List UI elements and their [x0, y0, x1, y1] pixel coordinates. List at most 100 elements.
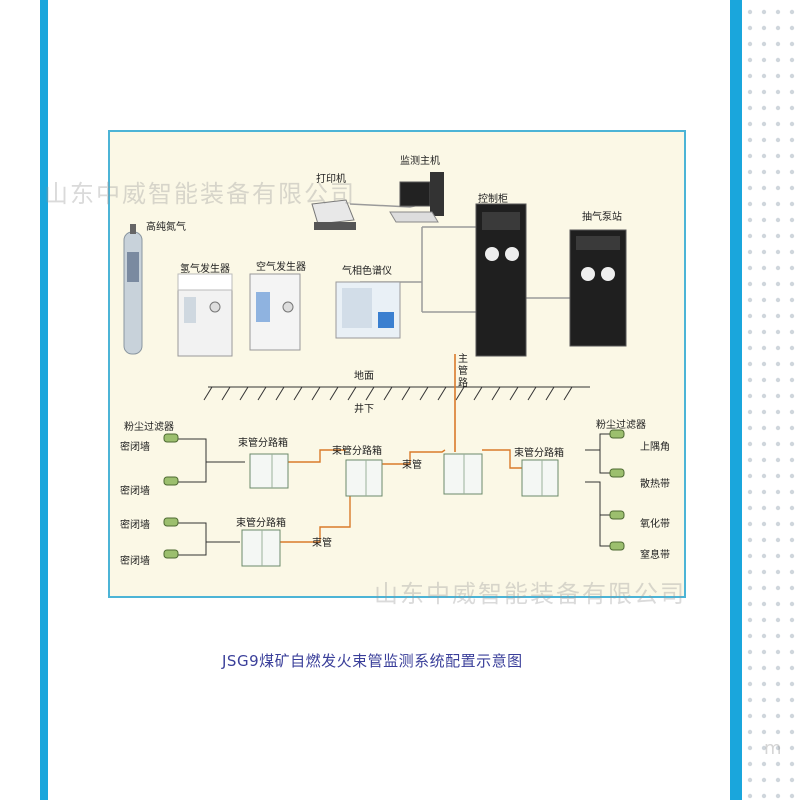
pattern-dot	[789, 201, 795, 207]
pattern-dot	[789, 425, 795, 431]
pattern-dot	[775, 617, 781, 623]
pattern-dot	[761, 57, 767, 63]
label-monitor-host: 监测主机	[400, 156, 440, 167]
pattern-dot	[775, 297, 781, 303]
pattern-dot	[761, 105, 767, 111]
pattern-dot	[747, 441, 753, 447]
pattern-dot	[789, 777, 795, 783]
dust-filters-left	[163, 433, 179, 559]
pattern-dot	[761, 89, 767, 95]
pattern-dot	[761, 729, 767, 735]
ground-hatch-mark	[401, 386, 411, 401]
pattern-dot	[789, 649, 795, 655]
pattern-dot	[775, 473, 781, 479]
label-gas-chromatograph: 气相色谱仪	[342, 266, 392, 277]
pattern-dot	[775, 265, 781, 271]
label-sealed-wall-3: 密闭墙	[120, 520, 150, 531]
pattern-dot	[761, 425, 767, 431]
pattern-dot	[747, 457, 753, 463]
pattern-dot	[789, 233, 795, 239]
pattern-dot	[775, 729, 781, 735]
pattern-dot	[761, 329, 767, 335]
pattern-dot	[789, 761, 795, 767]
pattern-dot	[761, 409, 767, 415]
pattern-dot	[747, 761, 753, 767]
ground-hatch-mark	[239, 386, 249, 401]
pattern-dot	[747, 537, 753, 543]
pattern-dot	[775, 121, 781, 127]
pattern-dot	[761, 265, 767, 271]
pattern-dot	[775, 185, 781, 191]
pattern-dot	[775, 633, 781, 639]
pattern-dot	[747, 745, 753, 751]
distribution-box-2	[345, 459, 383, 497]
pattern-dot	[775, 489, 781, 495]
pattern-dot	[761, 649, 767, 655]
pattern-dot	[775, 681, 781, 687]
pattern-dot	[761, 25, 767, 31]
pattern-dot	[775, 169, 781, 175]
diagram-panel: 监测主机 打印机 控制柜 抽气泵站 高纯氮气 氢气发生器 空气发生器 气相色谱仪…	[108, 130, 686, 598]
pattern-dot	[747, 73, 753, 79]
label-underground: 井下	[354, 404, 374, 415]
branch-lines	[176, 433, 613, 556]
pattern-dot	[775, 137, 781, 143]
pattern-dot	[789, 457, 795, 463]
monitor-host-computer	[389, 172, 444, 223]
label-hydrogen-generator: 氢气发生器	[180, 264, 230, 275]
pattern-dot	[747, 121, 753, 127]
pattern-dot	[761, 313, 767, 319]
pattern-dot	[775, 73, 781, 79]
pattern-dot	[775, 393, 781, 399]
distribution-box-3	[443, 453, 483, 495]
diagram-caption: JSG9煤矿自燃发火束管监测系统配置示意图	[222, 652, 523, 670]
pattern-dot	[747, 57, 753, 63]
pattern-dot	[775, 649, 781, 655]
ground-hatch-mark	[437, 386, 447, 401]
pattern-dot	[761, 9, 767, 15]
nitrogen-cylinder	[123, 224, 143, 355]
pattern-dot	[789, 681, 795, 687]
label-box-1: 束管分路箱	[238, 438, 288, 449]
pattern-dot	[789, 313, 795, 319]
ground-hatch-mark	[257, 386, 267, 401]
pattern-dot	[789, 217, 795, 223]
pattern-dot	[789, 617, 795, 623]
pattern-dot	[761, 121, 767, 127]
pattern-dot	[761, 233, 767, 239]
pattern-dot	[761, 505, 767, 511]
printer	[311, 199, 356, 230]
label-bundle-pipe-1: 束管	[402, 460, 422, 471]
pattern-dot	[761, 633, 767, 639]
pattern-dot	[761, 217, 767, 223]
right-accent-stripe	[730, 0, 742, 800]
pattern-dot	[775, 153, 781, 159]
ground-hatch-mark	[491, 386, 501, 401]
pattern-dot	[775, 201, 781, 207]
pattern-dot	[789, 41, 795, 47]
pattern-dot	[747, 569, 753, 575]
pattern-dot	[789, 57, 795, 63]
pattern-dot	[747, 329, 753, 335]
pattern-dot	[747, 553, 753, 559]
pattern-dot	[747, 9, 753, 15]
pattern-dot	[761, 377, 767, 383]
pattern-dot	[747, 697, 753, 703]
pattern-dot	[789, 697, 795, 703]
label-choking-zone: 窒息带	[640, 550, 670, 561]
pattern-dot	[747, 585, 753, 591]
pattern-dot	[775, 697, 781, 703]
pattern-dot	[747, 633, 753, 639]
watermark-bottom: 山东中威智能装备有限公司	[374, 580, 686, 608]
pattern-dot	[747, 393, 753, 399]
pattern-dot	[747, 313, 753, 319]
pattern-dot	[789, 521, 795, 527]
pattern-dot	[747, 793, 753, 799]
pattern-dot	[789, 281, 795, 287]
pattern-dot	[747, 137, 753, 143]
pattern-dot	[775, 361, 781, 367]
pattern-dot	[775, 521, 781, 527]
pattern-dot	[747, 89, 753, 95]
pattern-dot	[747, 361, 753, 367]
pattern-dot	[747, 265, 753, 271]
